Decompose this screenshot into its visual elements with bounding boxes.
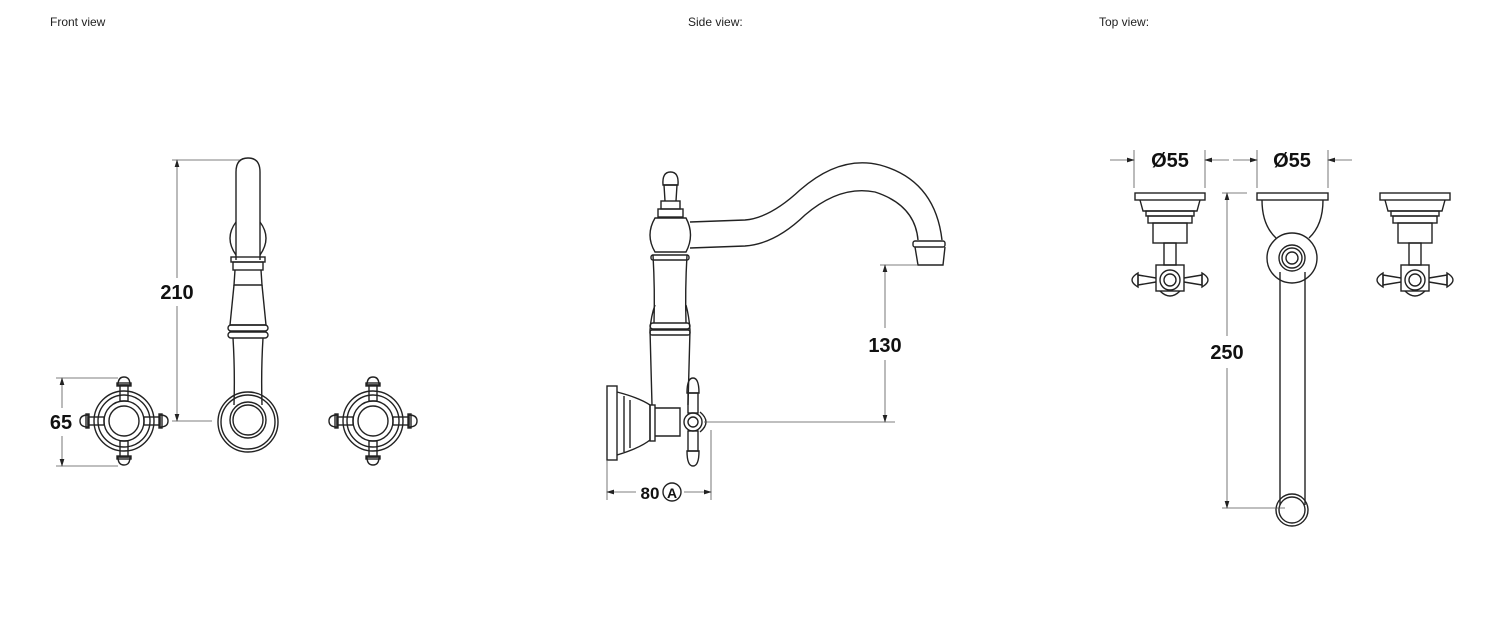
side-view-drawing (606, 162, 946, 502)
side-view-title: Side view: (688, 15, 743, 29)
dim-handle-diameter: Ø55 (1151, 150, 1189, 172)
front-view-title: Front view (50, 15, 106, 29)
dim-front-height: 210 (160, 282, 193, 304)
dim-spout-height: 130 (868, 335, 901, 357)
dim-handle-height: 65 (50, 412, 72, 434)
front-view-drawing (56, 157, 417, 467)
dim-reach: 250 (1210, 342, 1243, 364)
top-view-title: Top view: (1099, 15, 1150, 29)
dim-projection-note: A (667, 485, 677, 501)
top-view-drawing (1110, 150, 1454, 527)
dim-spout-diameter: Ø55 (1273, 150, 1311, 172)
dim-projection: 80 (641, 484, 660, 503)
